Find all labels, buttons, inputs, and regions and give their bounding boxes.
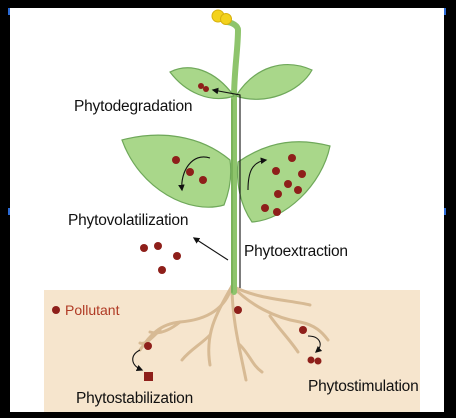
pollutant-legend: Pollutant <box>52 302 119 318</box>
label-phytostabilization: Phytostabilization <box>76 390 193 408</box>
leaf-lower-right <box>238 142 330 222</box>
leaf-upper-right <box>236 65 312 100</box>
label-phytovolatilization: Phytovolatilization <box>68 212 188 230</box>
stem <box>226 22 238 292</box>
label-phytoextraction: Phytoextraction <box>244 243 348 261</box>
phytostabilization-arrow <box>133 350 142 370</box>
legend-label: Pollutant <box>65 302 119 318</box>
label-phytodegradation: Phytodegradation <box>74 98 192 116</box>
phytostimulation-arrow <box>308 336 320 352</box>
label-phytostimulation: Phytostimulation <box>308 378 419 396</box>
pollutant-particles <box>140 83 322 381</box>
root-system <box>140 286 328 380</box>
leaf-lower-left <box>122 135 231 207</box>
flower-bud <box>212 10 232 25</box>
leaf-upper-left <box>170 68 234 99</box>
phytovolatilization-arrow <box>194 238 228 260</box>
pollutant-dot-icon <box>52 306 60 314</box>
